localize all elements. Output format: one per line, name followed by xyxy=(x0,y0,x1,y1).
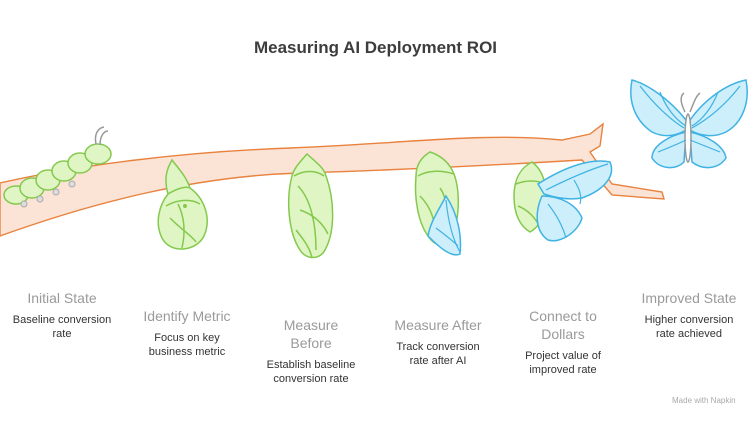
chrysalis-forming-icon xyxy=(157,158,208,250)
stage-connect-to-dollars: Connect to Dollars Project value of impr… xyxy=(512,307,614,377)
stage-measure-after: Measure After Track conversion rate afte… xyxy=(382,316,494,368)
made-with-napkin-credit[interactable]: Made with Napkin xyxy=(672,396,736,405)
chrysalis-emerging-icon xyxy=(414,151,462,256)
stage-description: Higher conversion rate achieved xyxy=(644,314,734,340)
stage-description: Project value of improved rate xyxy=(525,350,601,376)
chrysalis-icon xyxy=(287,152,334,259)
diagram-title: Measuring AI Deployment ROI xyxy=(253,38,498,57)
stage-description: Focus on key business metric xyxy=(148,332,226,358)
caterpillar-icon xyxy=(3,126,112,208)
stage-title: Improved State xyxy=(641,290,737,306)
stage-description: Baseline conversion rate xyxy=(12,314,112,340)
branch-shape xyxy=(0,122,665,237)
stage-improved-state: Improved State Higher conversion rate ac… xyxy=(630,289,748,341)
stage-title: Measure After xyxy=(394,317,482,333)
stage-title: Measure Before xyxy=(283,317,339,351)
butterfly-icon xyxy=(630,79,748,169)
stage-title: Identify Metric xyxy=(143,308,231,324)
stage-description: Track conversion rate after AI xyxy=(396,341,480,367)
stage-description: Establish baseline conversion rate xyxy=(266,359,356,385)
stage-title: Initial State xyxy=(27,290,97,306)
stage-title: Connect to Dollars xyxy=(529,308,597,342)
stage-measure-before: Measure Before Establish baseline conver… xyxy=(260,316,362,386)
stage-initial-state: Initial State Baseline conversion rate xyxy=(2,289,122,341)
emerging-butterfly-icon xyxy=(513,160,613,242)
stage-identify-metric: Identify Metric Focus on key business me… xyxy=(126,307,248,359)
